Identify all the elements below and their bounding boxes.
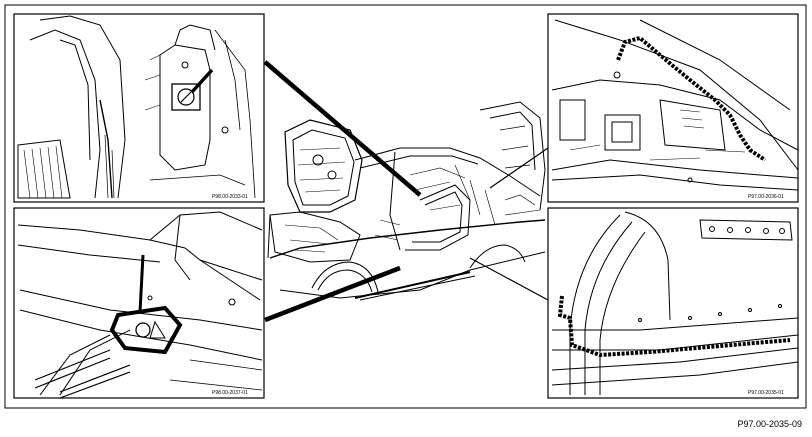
panel-bottom-right-code: P97.00-2035-01 — [748, 390, 784, 396]
panel-bottom-left-code: P98.00-2037-01 — [212, 390, 248, 396]
weather-strip-bottom-right — [557, 295, 791, 358]
car-body-illustration — [267, 101, 546, 301]
panel-bottom-right: P97.00-2035-01 — [547, 207, 799, 399]
figure-code: P97.00-2035-09 — [737, 419, 802, 429]
sealing-pad — [109, 305, 183, 355]
panel-top-left-code: P98.00-2033-01 — [212, 194, 248, 200]
leader-lines — [263, 60, 549, 323]
weather-strip-top-right — [616, 35, 767, 162]
panel-bottom-left: P98.00-2037-01 — [13, 207, 265, 399]
panel-top-right: P97.00-2036-01 — [547, 13, 799, 203]
panel-top-right-code: P97.00-2036-01 — [748, 194, 784, 200]
outer-frame — [4, 4, 807, 409]
panel-top-left: P98.00-2033-01 — [13, 13, 265, 203]
